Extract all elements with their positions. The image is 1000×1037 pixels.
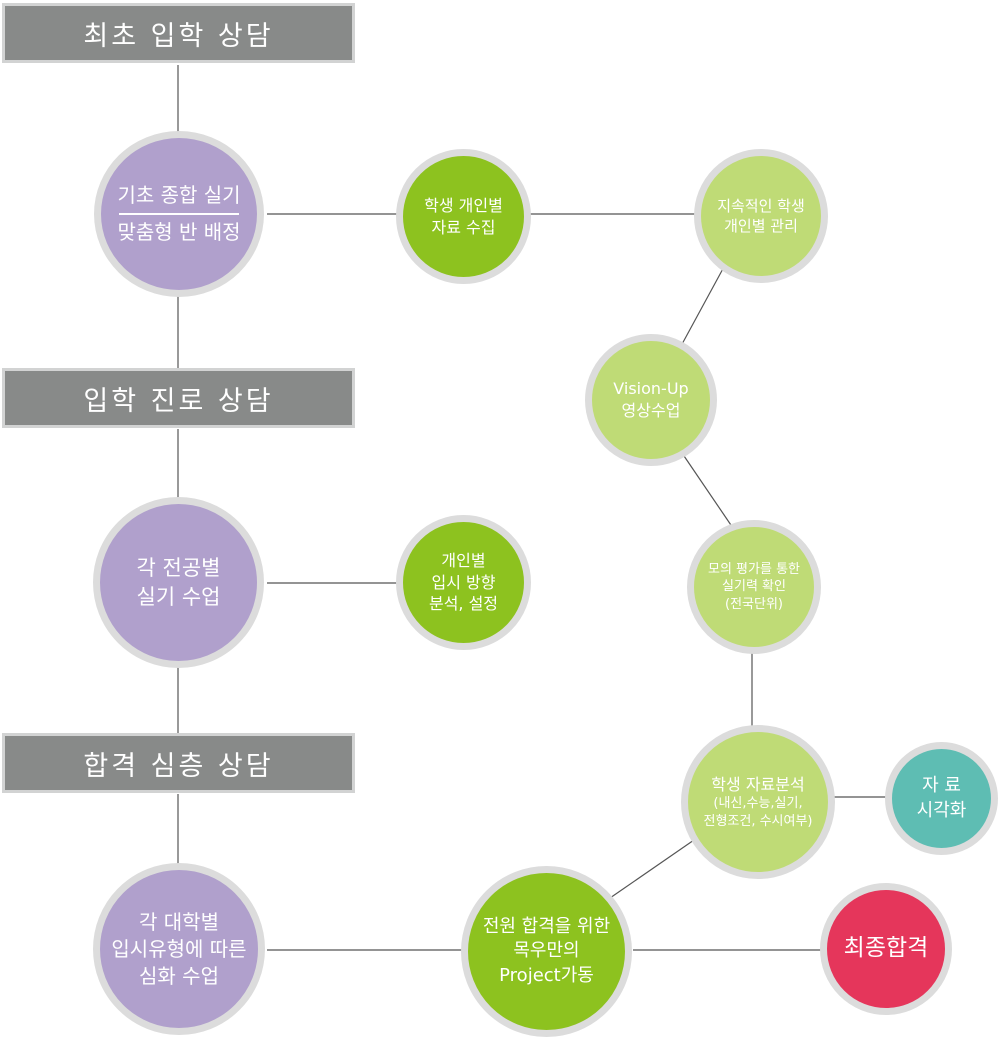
node-major-class-line1: 각 전공별: [136, 556, 221, 581]
node-final-pass-label: 최종합격: [843, 935, 929, 962]
node-vision-up: Vision-Up 영상수업: [585, 334, 717, 466]
node-university-class-line3: 심화 수업: [139, 963, 219, 988]
node-basic-class: 기초 종합 실기 맞춤형 반 배정: [94, 131, 264, 297]
node-major-class-line2: 실기 수업: [136, 584, 221, 609]
node-major-class: 각 전공별 실기 수업: [93, 497, 264, 668]
node-visualization: 자 료 시각화: [885, 742, 998, 855]
node-continuous-mgmt-line2: 개인별 관리: [724, 217, 798, 235]
node-mock-eval: 모의 평가를 통한 실기력 확인 (전국단위): [687, 520, 821, 654]
node-project: 전원 합격을 위한 목우만의 Project가동: [461, 866, 632, 1037]
node-data-analysis: 학생 자료분석 (내신,수능,실기, 전형조건, 수시여부): [681, 725, 835, 879]
node-visualization-line2: 시각화: [916, 799, 967, 821]
node-final-pass: 최종합격: [820, 883, 952, 1015]
node-mock-eval-line1: 모의 평가를 통한: [708, 561, 800, 577]
node-continuous-mgmt: 지속적인 학생 개인별 관리: [694, 149, 828, 283]
node-individual-direction-line3: 분석, 설정: [428, 594, 499, 614]
node-basic-class-line1: 기초 종합 실기: [117, 183, 241, 207]
node-mock-eval-line2: 실기력 확인: [722, 579, 786, 595]
node-project-line1: 전원 합격을 위한: [482, 916, 611, 938]
node-vision-up-line2: 영상수업: [621, 401, 681, 420]
node-student-data-line1: 학생 개인별: [424, 195, 503, 215]
node-data-analysis-line3: 전형조건, 수시여부): [703, 813, 813, 829]
node-mock-eval-line3: (전국단위): [725, 596, 783, 612]
node-student-data-line2: 자료 수집: [431, 217, 496, 237]
node-university-class-line1: 각 대학별: [139, 909, 219, 934]
node-individual-direction-line2: 입시 방향: [431, 572, 496, 592]
node-individual-direction: 개인별 입시 방향 분석, 설정: [396, 515, 531, 650]
node-vision-up-line1: Vision-Up: [613, 379, 689, 399]
node-continuous-mgmt-line1: 지속적인 학생: [717, 196, 805, 215]
node-visualization-line1: 자 료: [922, 775, 961, 797]
node-university-class: 각 대학별 입시유형에 따른 심화 수업: [93, 863, 265, 1035]
banner-pass-consultation: 합격 심층 상담: [2, 733, 355, 793]
node-project-line2: 목우만의: [513, 940, 580, 962]
divider: [119, 213, 239, 215]
node-data-analysis-line2: (내신,수능,실기,: [713, 796, 803, 812]
node-university-class-line2: 입시유형에 따른: [111, 936, 247, 961]
banner-initial-consultation: 최초 입학 상담: [2, 3, 355, 63]
node-project-line3: Project가동: [499, 964, 594, 986]
node-data-analysis-line1: 학생 자료분석: [711, 774, 805, 794]
node-basic-class-line2: 맞춤형 반 배정: [117, 220, 241, 244]
node-individual-direction-line1: 개인별: [441, 551, 486, 571]
node-student-data: 학생 개인별 자료 수집: [396, 149, 531, 284]
banner-career-consultation: 입학 진로 상담: [2, 368, 355, 428]
